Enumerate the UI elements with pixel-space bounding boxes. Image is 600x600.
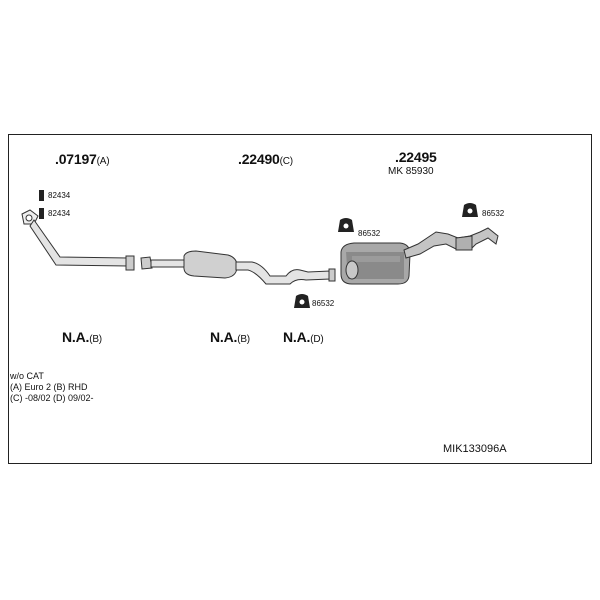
part-label-front-pipe: .07197(A) [55,151,110,167]
front-pipe [21,209,135,271]
note-line: (A) Euro 2 (B) RHD [10,382,88,392]
na-label-2: N.A.(B) [210,329,250,345]
diagram-code: MIK133096A [443,443,507,455]
clamp-label-top: 82434 [48,191,71,200]
rubber-label-mid: 86532 [312,299,335,308]
part-sublabel-rear-silencer: MK 85930 [388,166,434,177]
note-line: w/o CAT [10,371,44,381]
na-label-1: N.A.(B) [62,329,102,345]
clamp-label-bottom: 82434 [48,209,71,218]
rubber-label-front: 86532 [358,229,381,238]
diagram-frame [8,134,592,464]
clamp-icon [39,190,44,219]
middle-silencer [140,250,336,285]
na-label-3: N.A.(D) [283,329,324,345]
notes-block: w/o CAT (A) Euro 2 (B) RHD (C) -08/02 (D… [10,371,94,404]
part-label-rear-silencer: .22495 [395,149,437,165]
part-label-middle-silencer: .22490(C) [238,151,293,167]
note-line: (C) -08/02 (D) 09/02- [10,393,94,403]
rubber-mount-icon [294,203,478,308]
rear-silencer [340,227,499,285]
rubber-label-rear: 86532 [482,209,505,218]
